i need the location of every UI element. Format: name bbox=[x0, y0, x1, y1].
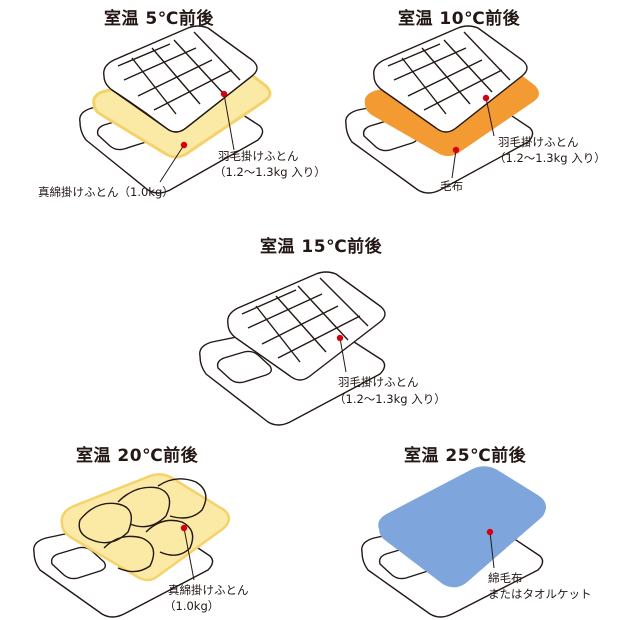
pointer-dot-cotton-25c bbox=[486, 528, 494, 536]
panel-15c-illustration bbox=[199, 271, 386, 426]
panel-25c-illustration bbox=[361, 466, 546, 618]
panel-5c-illustration bbox=[79, 25, 272, 194]
title-10c: 室温 10℃前後 bbox=[398, 9, 521, 29]
label-mawata-5c: 真綿掛けふとん（1.0kg） bbox=[38, 185, 174, 199]
label-down-5c: 羽毛掛けふとん bbox=[218, 149, 299, 163]
panel-20c-illustration bbox=[33, 473, 231, 618]
label-down-weight-15c: （1.2〜1.3kg 入り） bbox=[334, 392, 446, 406]
pointer-dot-down-5c bbox=[220, 90, 228, 98]
label-down-15c: 羽毛掛けふとん bbox=[338, 375, 419, 389]
cotton-blanket bbox=[378, 466, 546, 588]
label-mawata-weight-20c: （1.0kg） bbox=[164, 599, 220, 613]
label-blanket-10c: 毛布 bbox=[440, 179, 463, 193]
title-15c: 室温 15℃前後 bbox=[260, 237, 383, 257]
pointer-dot-down-15c bbox=[336, 334, 344, 342]
label-mawata-20c: 真綿掛けふとん bbox=[168, 583, 249, 597]
mawata-comforter bbox=[60, 473, 231, 582]
title-20c: 室温 20℃前後 bbox=[76, 446, 199, 466]
pointer-dot-down-10c bbox=[482, 94, 490, 102]
pillow bbox=[216, 350, 273, 384]
down-comforter bbox=[103, 25, 258, 133]
label-down-weight-10c: （1.2〜1.3kg 入り） bbox=[494, 151, 606, 165]
pointer-dot-mawata-20c bbox=[180, 524, 188, 532]
title-5c: 室温 5℃前後 bbox=[104, 9, 214, 29]
pillow bbox=[50, 546, 107, 580]
label-cotton-25c: 綿毛布 bbox=[488, 571, 523, 585]
down-comforter bbox=[373, 25, 528, 133]
title-25c: 室温 25℃前後 bbox=[404, 446, 527, 466]
label-down-10c: 羽毛掛けふとん bbox=[498, 135, 579, 149]
pointer-dot-blanket-10c bbox=[452, 146, 460, 154]
down-comforter bbox=[227, 271, 386, 381]
panel-10c-illustration bbox=[345, 25, 539, 194]
label-down-weight-5c: （1.2〜1.3kg 入り） bbox=[214, 165, 326, 179]
pointer-dot-mawata-5c bbox=[180, 141, 188, 149]
label-towel-25c: またはタオルケット bbox=[488, 587, 592, 601]
